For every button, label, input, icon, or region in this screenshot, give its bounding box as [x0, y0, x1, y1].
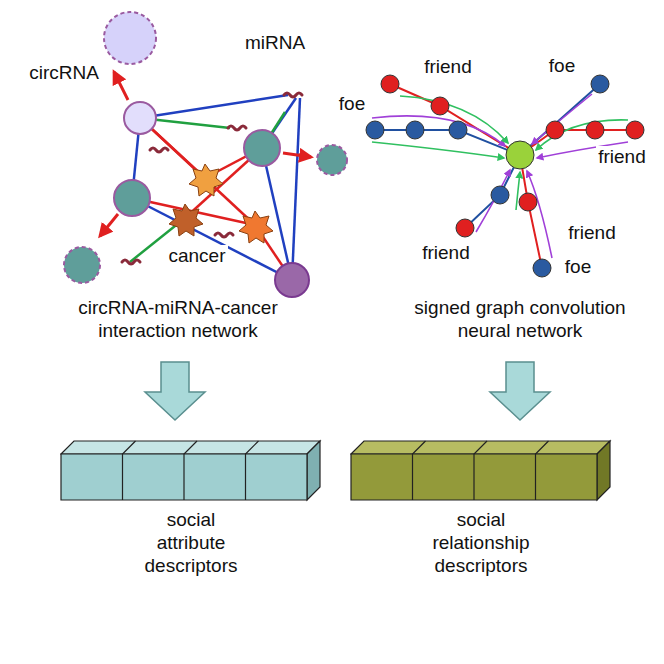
panel-caption: signed graph convolution neural network — [388, 296, 652, 342]
network-label: cancer — [166, 245, 227, 267]
descriptor-bar — [350, 432, 612, 502]
network-label: friend — [596, 146, 648, 168]
down-arrows — [145, 362, 550, 420]
network-label: friend — [420, 242, 472, 264]
descriptor-node: social attribute descriptors — [60, 432, 322, 577]
network-label: miRNA — [243, 32, 307, 54]
network-label: friend — [422, 56, 474, 78]
message-flows — [372, 94, 628, 258]
signed-graph-edges — [375, 84, 635, 268]
descriptor-label: social relationship descriptors — [421, 508, 541, 577]
mirna-symbols — [122, 93, 302, 264]
network-label: friend — [566, 222, 618, 244]
descriptor-label: social attribute descriptors — [131, 508, 251, 577]
network-label: foe — [547, 55, 577, 77]
network-label: foe — [563, 256, 593, 278]
cancer-cells — [169, 164, 273, 243]
descriptor-node: social relationship descriptors — [350, 432, 612, 577]
network-label: foe — [337, 93, 367, 115]
release-arrows — [100, 72, 311, 236]
panel-caption: circRNA-miRNA-cancer interaction network — [36, 296, 320, 342]
descriptor-bar — [60, 432, 322, 502]
circrna-circles — [64, 12, 347, 297]
signed-graph-nodes — [366, 75, 644, 277]
network-label: circRNA — [27, 62, 101, 84]
